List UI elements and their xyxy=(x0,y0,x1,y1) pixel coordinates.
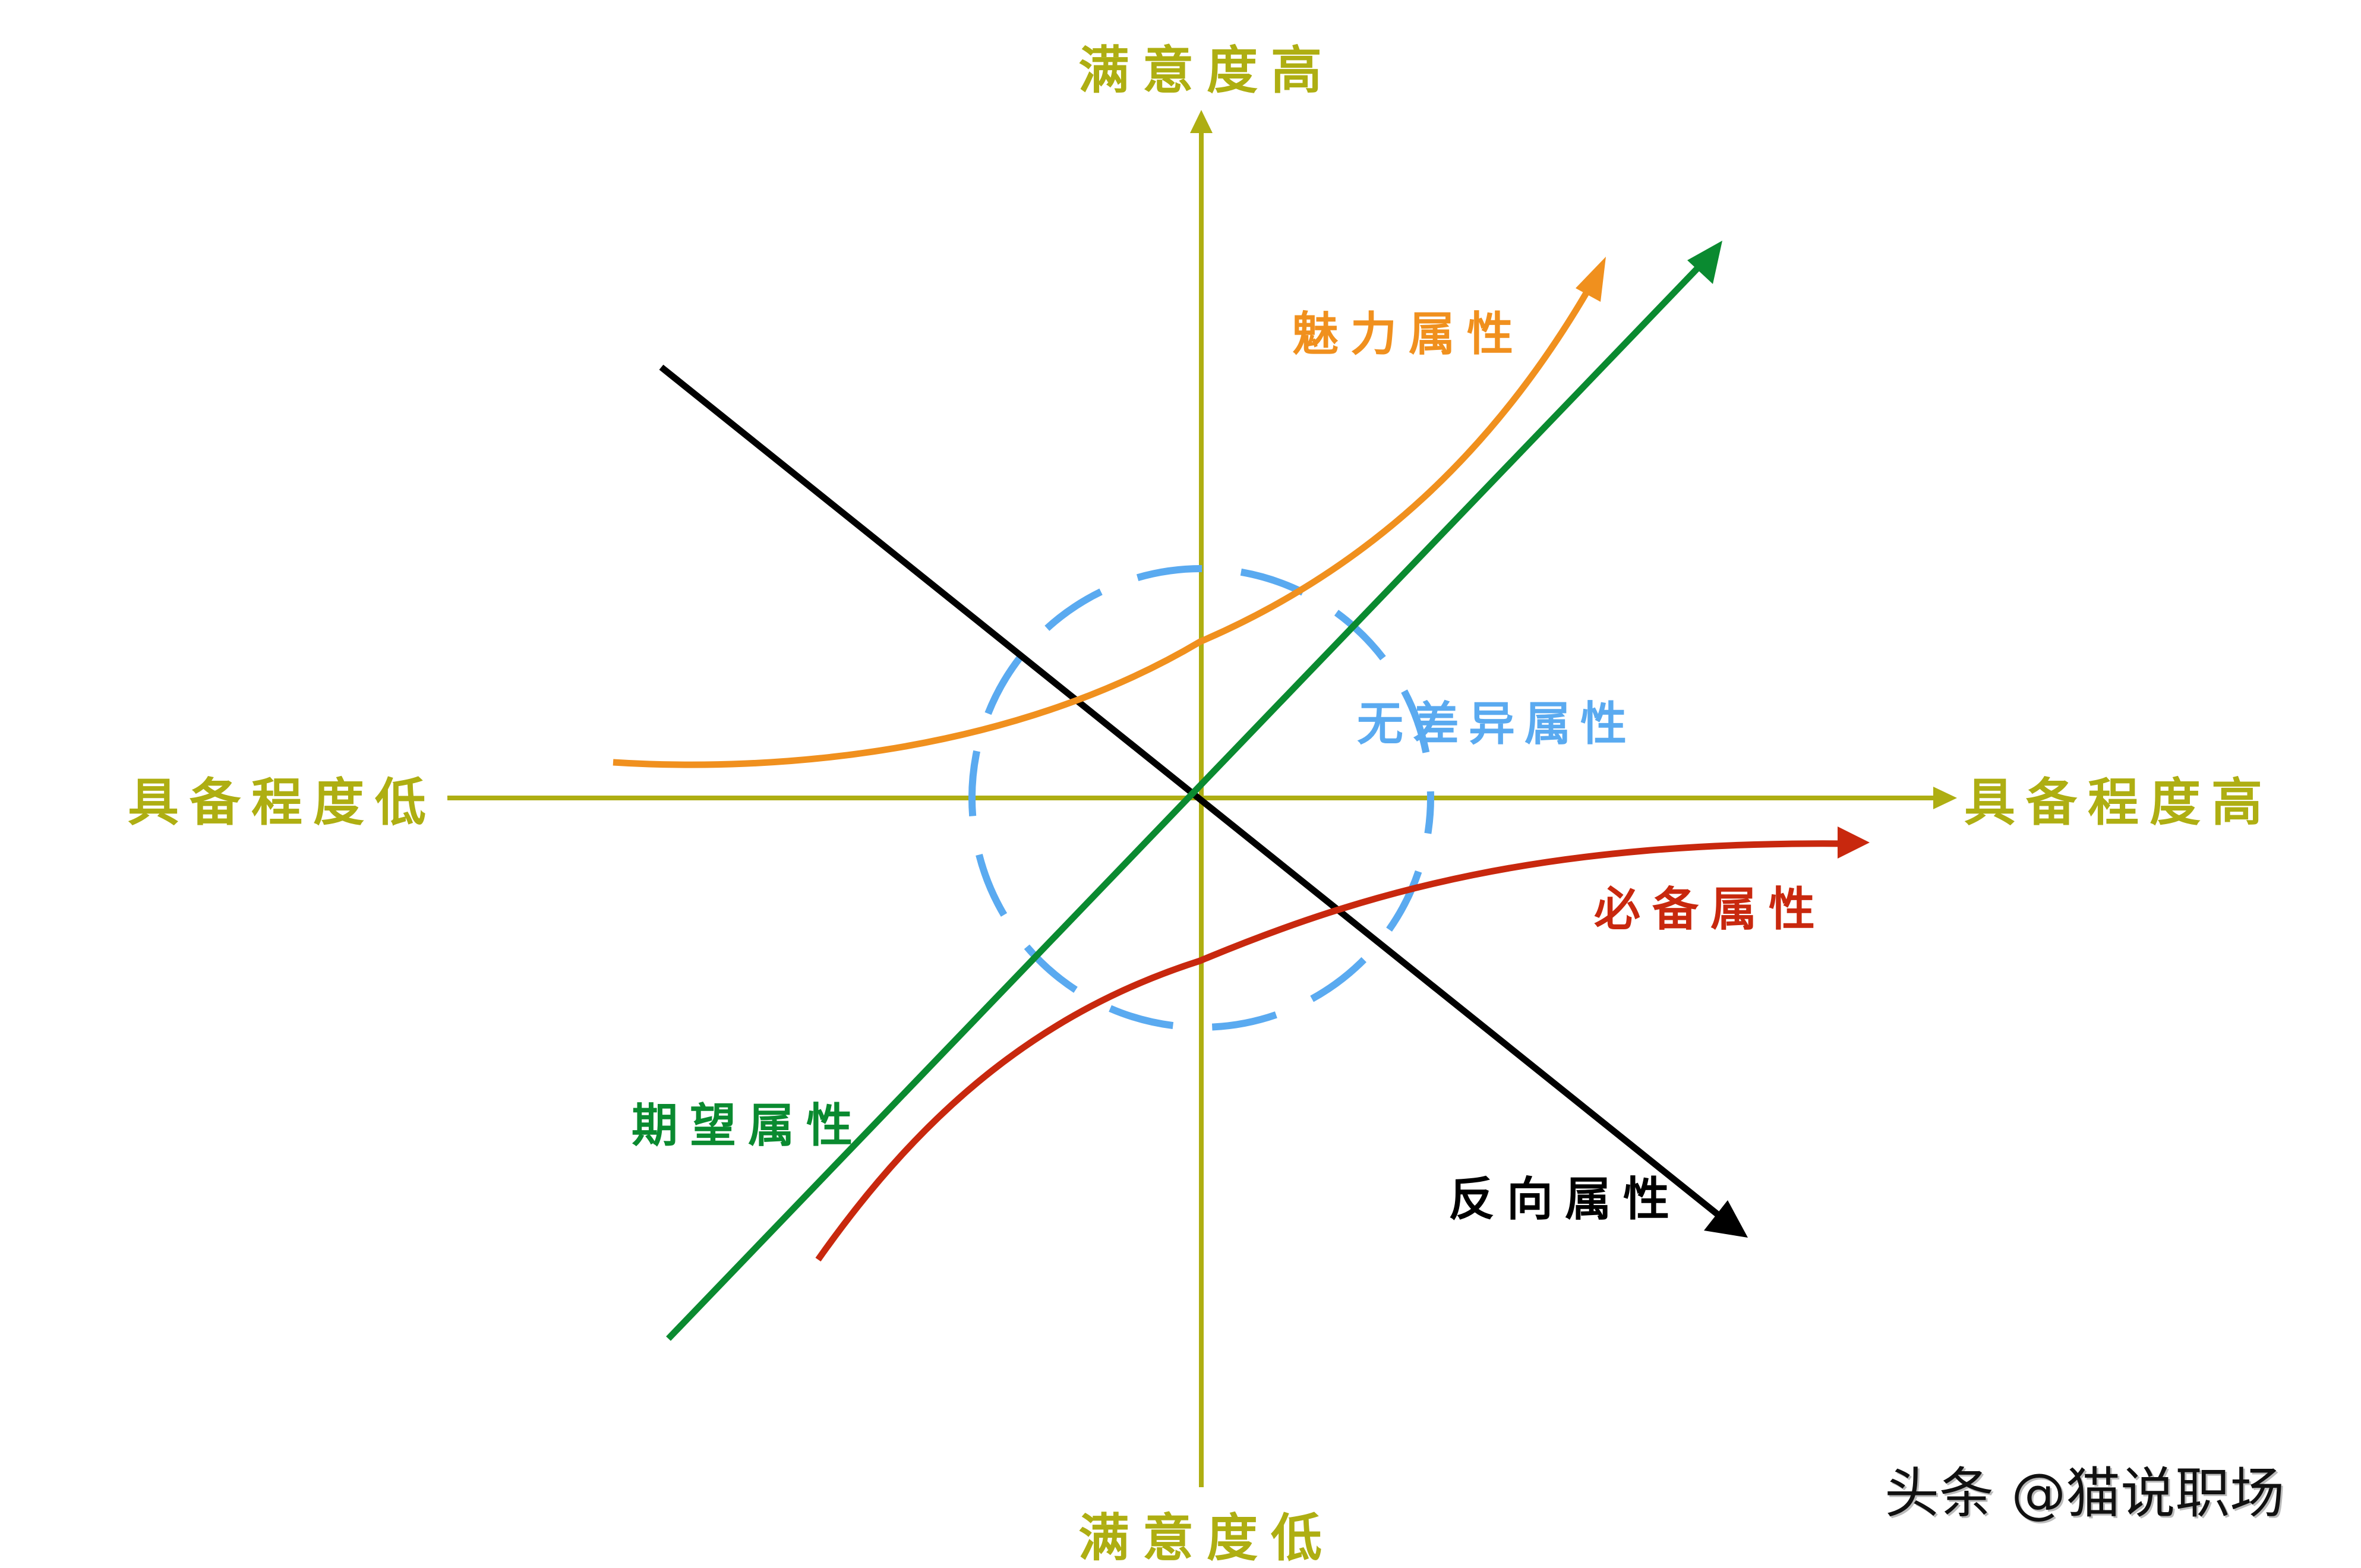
must-be-attribute-curve xyxy=(815,826,1870,1262)
x-axis-right-label: 具备程度高 xyxy=(1964,773,2273,832)
indifferent-attribute-label: 无差异属性 xyxy=(1357,698,1637,751)
must-be-arrow-icon xyxy=(1838,826,1870,859)
x-axis-left-label: 具备程度低 xyxy=(128,773,437,832)
expected-attribute-line xyxy=(666,241,1722,1341)
y-axis-bottom-label: 满意度低 xyxy=(1078,1509,1335,1568)
attractive-attribute-curve xyxy=(613,257,1606,768)
expected-attribute-label: 期望属性 xyxy=(632,1099,865,1153)
expected-arrow-icon xyxy=(1687,241,1722,284)
x-axis-arrow-icon xyxy=(1933,787,1957,809)
attractive-arrow-icon xyxy=(1576,257,1606,302)
attractive-attribute-label: 魅力属性 xyxy=(1292,308,1526,361)
must-be-attribute-label: 必备属性 xyxy=(1594,883,1827,936)
reverse-attribute-label: 反向属性 xyxy=(1448,1173,1682,1226)
y-axis-arrow-icon xyxy=(1190,110,1213,133)
indifferent-attribute-circle xyxy=(968,565,1434,1031)
watermark: 头条 @猫说职场 xyxy=(1885,1462,2285,1525)
reverse-arrow-icon xyxy=(1704,1200,1748,1238)
y-axis-top-label: 满意度高 xyxy=(1078,41,1335,100)
